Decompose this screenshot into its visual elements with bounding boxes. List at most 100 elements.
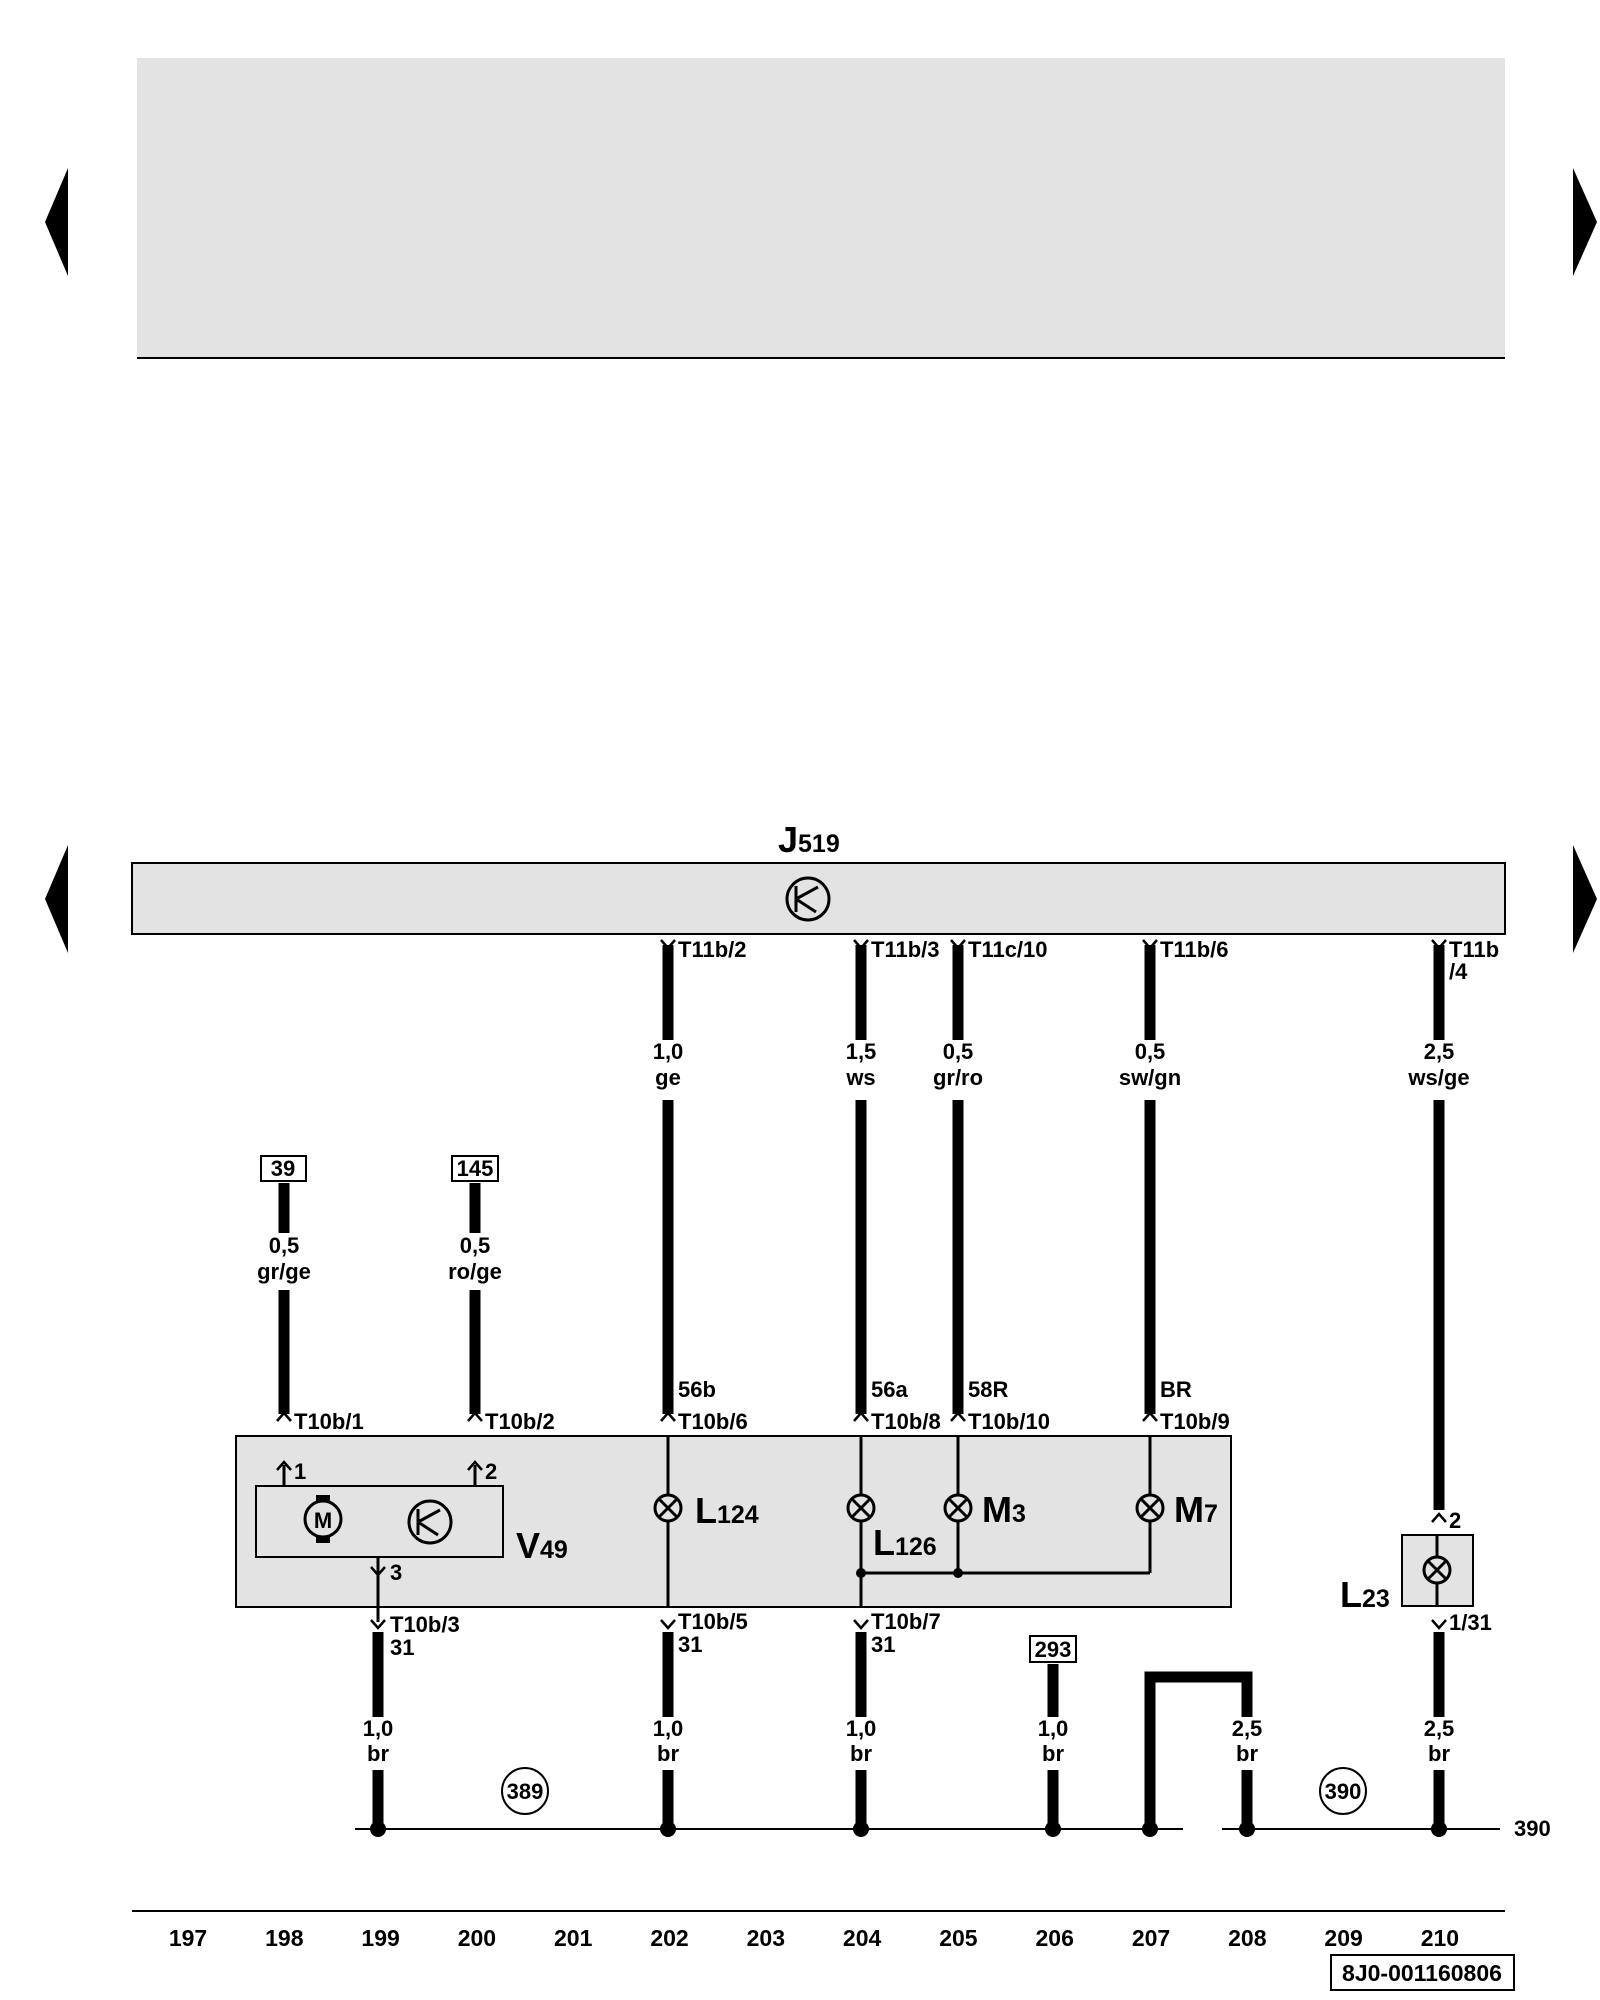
svg-text:M: M bbox=[314, 1508, 332, 1533]
wire-size: 1,5 bbox=[846, 1039, 877, 1064]
ground-point-389[interactable]: 389 bbox=[501, 1767, 549, 1815]
column-number: 209 bbox=[1324, 1925, 1362, 1951]
connector-label: T10b/3 bbox=[390, 1612, 460, 1637]
terminal-label: 31 bbox=[871, 1632, 895, 1657]
wire-size: 0,5 bbox=[269, 1233, 300, 1258]
wire-size: 0,5 bbox=[943, 1039, 974, 1064]
column-number: 201 bbox=[554, 1925, 593, 1951]
wire-color: br bbox=[1428, 1741, 1450, 1766]
column-number: 199 bbox=[361, 1925, 399, 1951]
connector-label: T11b/2 bbox=[678, 937, 746, 962]
column-number: 206 bbox=[1036, 1925, 1074, 1951]
connector-label: T10b/2 bbox=[485, 1409, 555, 1434]
column-number: 208 bbox=[1228, 1925, 1267, 1951]
reference-box-293[interactable] bbox=[1029, 1635, 1077, 1663]
actuator-v49-label: V49 bbox=[516, 1525, 568, 1566]
wire-color: br bbox=[1236, 1741, 1258, 1766]
reference-box-145[interactable] bbox=[451, 1155, 499, 1182]
wire-color: gr/ge bbox=[257, 1259, 311, 1284]
lamp-m3-label: M3 bbox=[982, 1489, 1026, 1530]
wire-color: br bbox=[1042, 1741, 1064, 1766]
terminal-label: 31 bbox=[678, 1632, 702, 1657]
connector-arrow-icon bbox=[370, 1566, 386, 1577]
column-number: 205 bbox=[939, 1925, 978, 1951]
lamp-m7-label: M7 bbox=[1174, 1489, 1218, 1530]
wire-color: ge bbox=[655, 1065, 681, 1090]
wire-size: 1,0 bbox=[653, 1716, 684, 1741]
connector-label: T10b/1 bbox=[294, 1409, 364, 1434]
pin-label: 3 bbox=[390, 1560, 402, 1585]
connector-label: T10b/8 bbox=[871, 1409, 941, 1434]
lamp-symbol-icon bbox=[653, 1493, 683, 1523]
connector-label: T10b/5 bbox=[678, 1609, 748, 1634]
top-gray-panel bbox=[137, 58, 1505, 358]
light-module-box bbox=[235, 1435, 1232, 1608]
column-number: 202 bbox=[650, 1925, 688, 1951]
connector-label: T10b/6 bbox=[678, 1409, 748, 1434]
ground-bridge-207-208 bbox=[1144, 1671, 1254, 1827]
nav-prev-icon[interactable] bbox=[45, 168, 68, 276]
wire-color: ws/ge bbox=[1407, 1065, 1469, 1090]
column-number: 203 bbox=[747, 1925, 785, 1951]
pin-label: 1/31 bbox=[1449, 1610, 1492, 1635]
column-numbers: 197 198 199 200 201 202 203 204 205 206 207 208 209 2… bbox=[169, 1925, 1459, 1951]
svg-text:389: 389 bbox=[507, 1779, 544, 1804]
wire-color: ws bbox=[845, 1065, 875, 1090]
wire-color: br bbox=[850, 1741, 872, 1766]
connector-label: T10b/10 bbox=[968, 1409, 1050, 1434]
terminal-label: 56a bbox=[871, 1377, 908, 1402]
nav-next-icon[interactable] bbox=[1573, 168, 1597, 276]
column-number: 198 bbox=[265, 1925, 304, 1951]
lamp-symbol-icon bbox=[943, 1493, 973, 1523]
connector-arrow-icon bbox=[370, 1619, 869, 1630]
reference-box-39[interactable] bbox=[260, 1155, 307, 1182]
column-number: 207 bbox=[1132, 1925, 1170, 1951]
document-code-box bbox=[1330, 1954, 1515, 1991]
wire-size: 1,0 bbox=[363, 1716, 394, 1741]
column-number: 210 bbox=[1421, 1925, 1459, 1951]
pin-label: 2 bbox=[485, 1459, 497, 1484]
wire-color: br bbox=[367, 1741, 389, 1766]
connector-label: /4 bbox=[1449, 959, 1468, 984]
wire-size: 1,0 bbox=[653, 1039, 684, 1064]
wire-color: br bbox=[657, 1741, 679, 1766]
lamp-l126-label: L126 bbox=[873, 1522, 937, 1563]
control-unit-j519 bbox=[131, 862, 1506, 935]
connector-arrow-icon bbox=[276, 1460, 483, 1471]
wire-size: 2,5 bbox=[1232, 1716, 1263, 1741]
svg-text:390: 390 bbox=[1325, 1779, 1362, 1804]
connector-label: T10b/9 bbox=[1160, 1409, 1230, 1434]
terminal-label: 56b bbox=[678, 1377, 716, 1402]
wire-color: gr/ro bbox=[933, 1065, 983, 1090]
terminal-label: 31 bbox=[390, 1635, 414, 1660]
nav-prev-icon[interactable] bbox=[45, 845, 68, 953]
terminal-label: 58R bbox=[968, 1377, 1008, 1402]
wire-size: 1,0 bbox=[846, 1716, 877, 1741]
reference-number: 145 bbox=[457, 1156, 494, 1181]
ground-point-390[interactable]: 390 bbox=[1319, 1767, 1367, 1815]
control-unit-label: J519 bbox=[778, 819, 840, 860]
wire-size: 2,5 bbox=[1424, 1716, 1455, 1741]
wire-size: 2,5 bbox=[1424, 1039, 1455, 1064]
lamp-symbol-icon bbox=[1135, 1493, 1165, 1523]
connector-label: T11b bbox=[1449, 937, 1499, 962]
lamp-l23-label: L23 bbox=[1340, 1574, 1390, 1615]
connector-arrow-icon bbox=[276, 1411, 1158, 1422]
column-number: 204 bbox=[843, 1925, 882, 1951]
column-number: 197 bbox=[169, 1925, 207, 1951]
ground-node-icon bbox=[370, 1821, 1447, 1837]
transistor-symbol-icon bbox=[407, 1499, 453, 1545]
terminal-label: BR bbox=[1160, 1377, 1192, 1402]
nav-next-icon[interactable] bbox=[1573, 845, 1597, 953]
wire-color: ro/ge bbox=[448, 1259, 502, 1284]
wire-size: 0,5 bbox=[1135, 1039, 1166, 1064]
connector-label: T11c/10 bbox=[968, 937, 1048, 962]
connector-label: T11b/3 bbox=[871, 937, 939, 962]
document-code: 8J0-001160806 bbox=[1342, 1960, 1502, 1986]
column-number: 200 bbox=[458, 1925, 496, 1951]
wire-size: 0,5 bbox=[460, 1233, 491, 1258]
lamp-symbol-icon bbox=[1422, 1555, 1452, 1585]
connector-arrow-icon bbox=[660, 939, 1447, 950]
reference-number: 39 bbox=[271, 1156, 295, 1181]
